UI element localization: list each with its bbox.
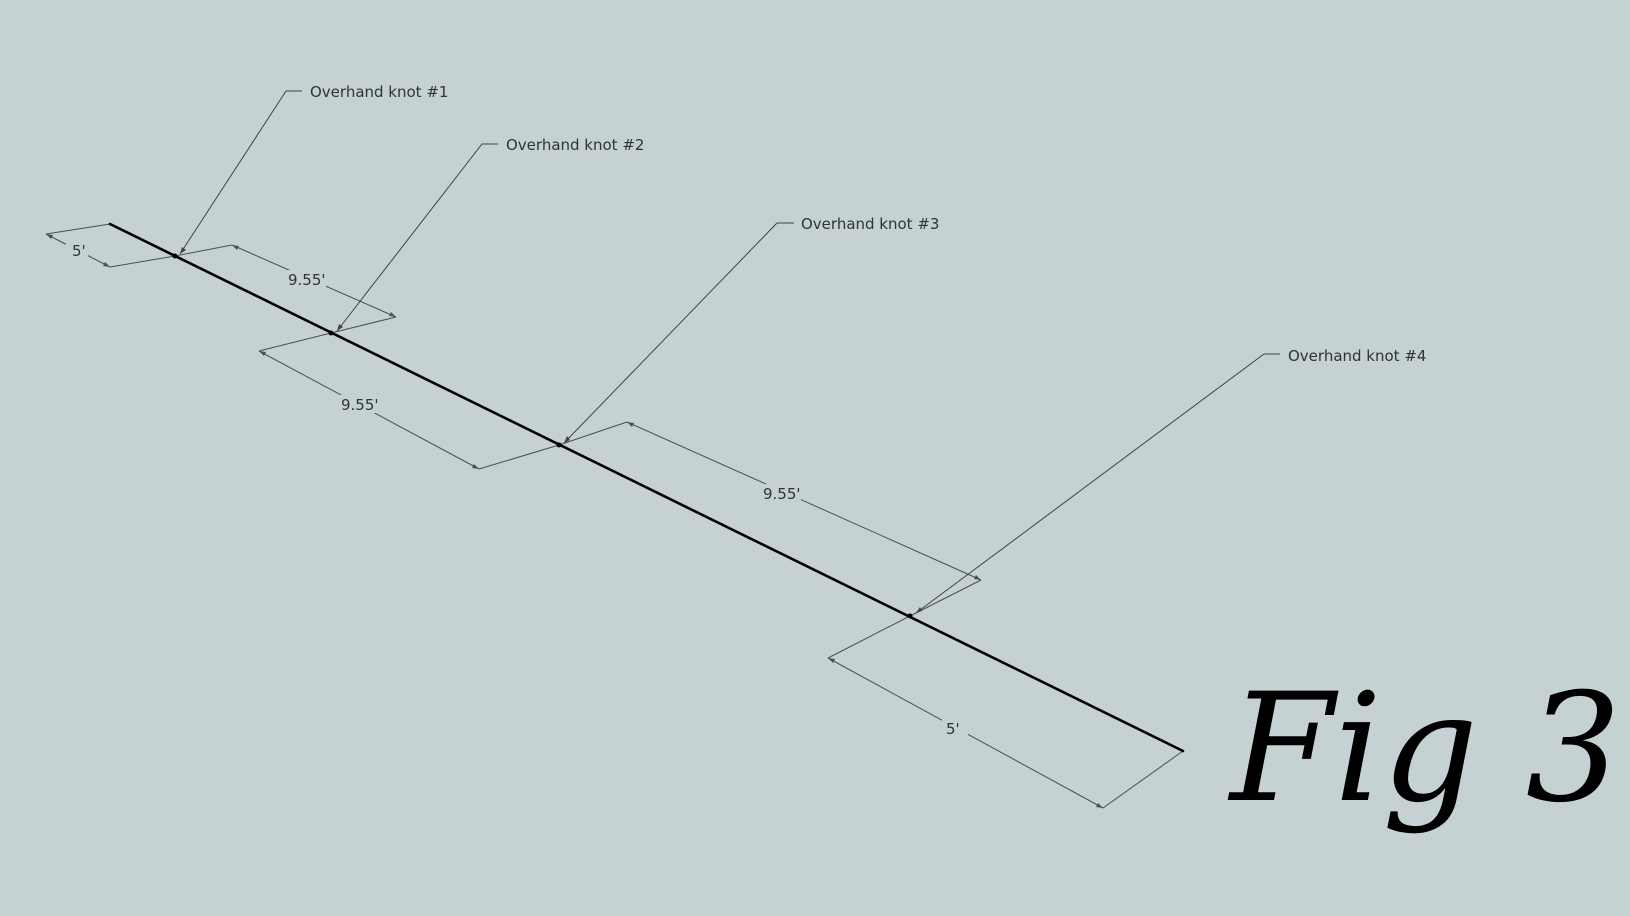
dimension-2: 9.55'	[174, 244, 397, 334]
dimension-1: 5'	[45, 223, 176, 268]
figure-label: Fig 3.	[1227, 662, 1630, 836]
dimension-label: 9.55'	[763, 485, 801, 503]
knot-1	[172, 253, 178, 259]
dimension-label: 9.55'	[288, 271, 326, 289]
dimension-label: 5'	[72, 242, 86, 260]
dimension-label: 5'	[946, 720, 960, 738]
callout-2: Overhand knot #2	[336, 136, 644, 332]
dimension-3: 9.55'	[258, 332, 560, 470]
dimension-label: 9.55'	[341, 396, 379, 414]
callout-1: Overhand knot #1	[179, 83, 448, 255]
callout-label: Overhand knot #1	[310, 83, 448, 101]
callout-label: Overhand knot #2	[506, 136, 644, 154]
dimension-5: 5'	[827, 615, 1184, 809]
knot-2	[328, 330, 334, 336]
rope-line	[108, 222, 1185, 753]
knot-4	[907, 613, 913, 619]
knot-marks	[172, 253, 913, 619]
knot-3	[556, 442, 562, 448]
callout-label: Overhand knot #4	[1288, 347, 1426, 365]
callout-3: Overhand knot #3	[563, 215, 939, 444]
dimension-4: 9.55'	[558, 421, 982, 617]
callout-4: Overhand knot #4	[915, 347, 1426, 614]
callout-label: Overhand knot #3	[801, 215, 939, 233]
